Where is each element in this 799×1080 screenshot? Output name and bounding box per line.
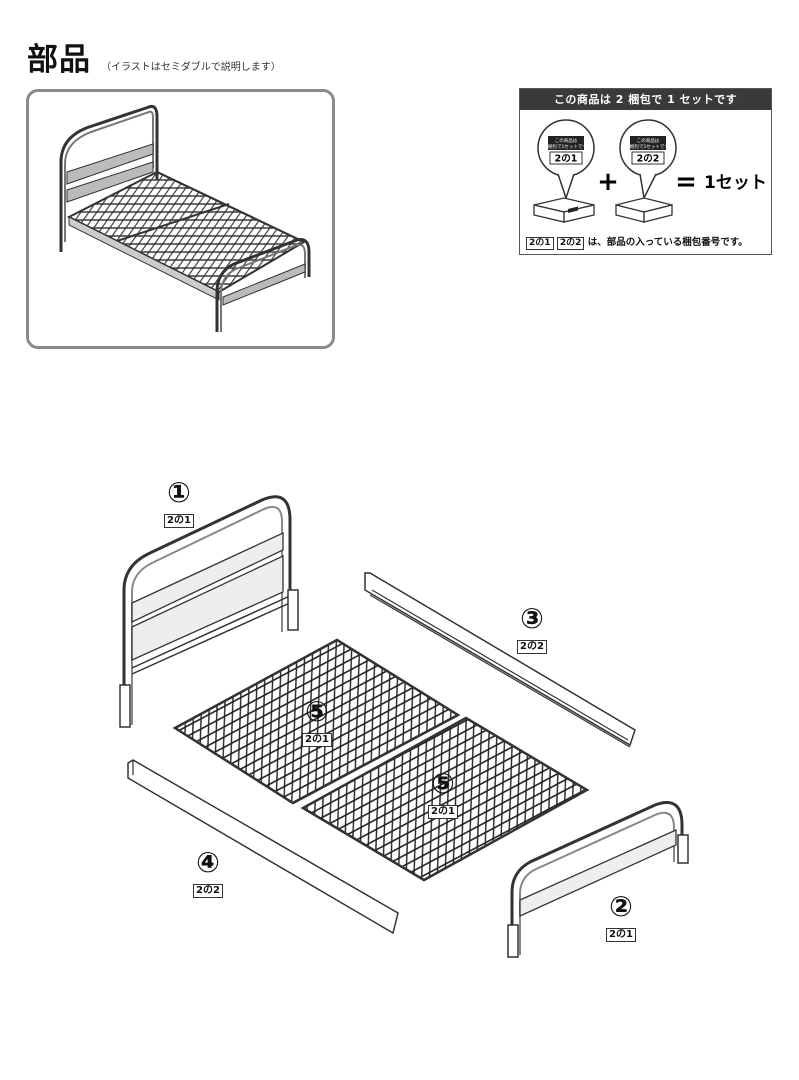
- package-set-info: この商品は 2 梱包で 1 セットです この商品は 2梱包で1セットです 2の1…: [519, 88, 772, 255]
- part-4-side-rail: [127, 759, 399, 935]
- footer-text: は、部品の入っている梱包番号です。: [587, 237, 748, 248]
- svg-text:2梱包で1セットです: 2梱包で1セットです: [627, 143, 669, 150]
- assembled-bed-illustration: [26, 89, 335, 349]
- set-info-heading: この商品は 2 梱包で 1 セットです: [520, 89, 771, 110]
- equals-sign: =: [675, 167, 697, 197]
- part-3-package: 2の2: [517, 640, 547, 654]
- package-2-label: 2の2: [637, 154, 660, 165]
- part-1-headboard: [119, 495, 299, 728]
- part-5a-number: ⑤: [305, 695, 329, 728]
- part-1-package: 2の1: [164, 514, 194, 528]
- part-2-label: ② 2の1: [606, 892, 636, 942]
- svg-text:この商品は: この商品は: [555, 137, 578, 144]
- page-title: 部品: [27, 42, 91, 78]
- package-diagram: この商品は 2梱包で1セットです 2の1 + この商品は 2梱包で1セットです …: [533, 119, 767, 223]
- part-5-mesh-panel-1: [172, 638, 461, 805]
- part-1-number: ①: [167, 476, 191, 509]
- package-1-label: 2の1: [555, 154, 578, 165]
- set-result: 1セット: [704, 173, 767, 193]
- part-3-label: ③ 2の2: [517, 604, 547, 654]
- part-5-mesh-panel-2: [300, 716, 590, 882]
- part-4-package: 2の2: [193, 884, 223, 898]
- plus-sign: +: [597, 167, 619, 197]
- svg-text:2梱包で1セットです: 2梱包で1セットです: [545, 143, 587, 150]
- part-1-label: ① 2の1: [164, 478, 194, 528]
- part-5b-label: ⑤ 2の1: [428, 769, 458, 819]
- svg-text:この商品は: この商品は: [637, 137, 660, 144]
- part-2-footboard: [507, 801, 689, 958]
- part-5a-package: 2の1: [302, 733, 332, 747]
- part-2-number: ②: [609, 890, 633, 923]
- page-subtitle: （イラストはセミダブルで説明します）: [101, 62, 281, 73]
- part-3-side-rail: [364, 572, 636, 748]
- part-5b-package: 2の1: [428, 805, 458, 819]
- part-5b-number: ⑤: [431, 767, 455, 800]
- assembled-bed-drawing: [59, 105, 311, 332]
- part-2-package: 2の1: [606, 928, 636, 942]
- footer-tag-1: 2の1: [526, 237, 554, 250]
- part-3-number: ③: [520, 602, 544, 635]
- part-4-number: ④: [196, 846, 220, 879]
- footer-tag-2: 2の2: [556, 237, 585, 250]
- part-5a-label: ⑤ 2の1: [302, 697, 332, 747]
- part-4-label: ④ 2の2: [193, 848, 223, 898]
- set-info-footer: 2の1 2の2 は、部品の入っている梱包番号です。: [526, 234, 748, 250]
